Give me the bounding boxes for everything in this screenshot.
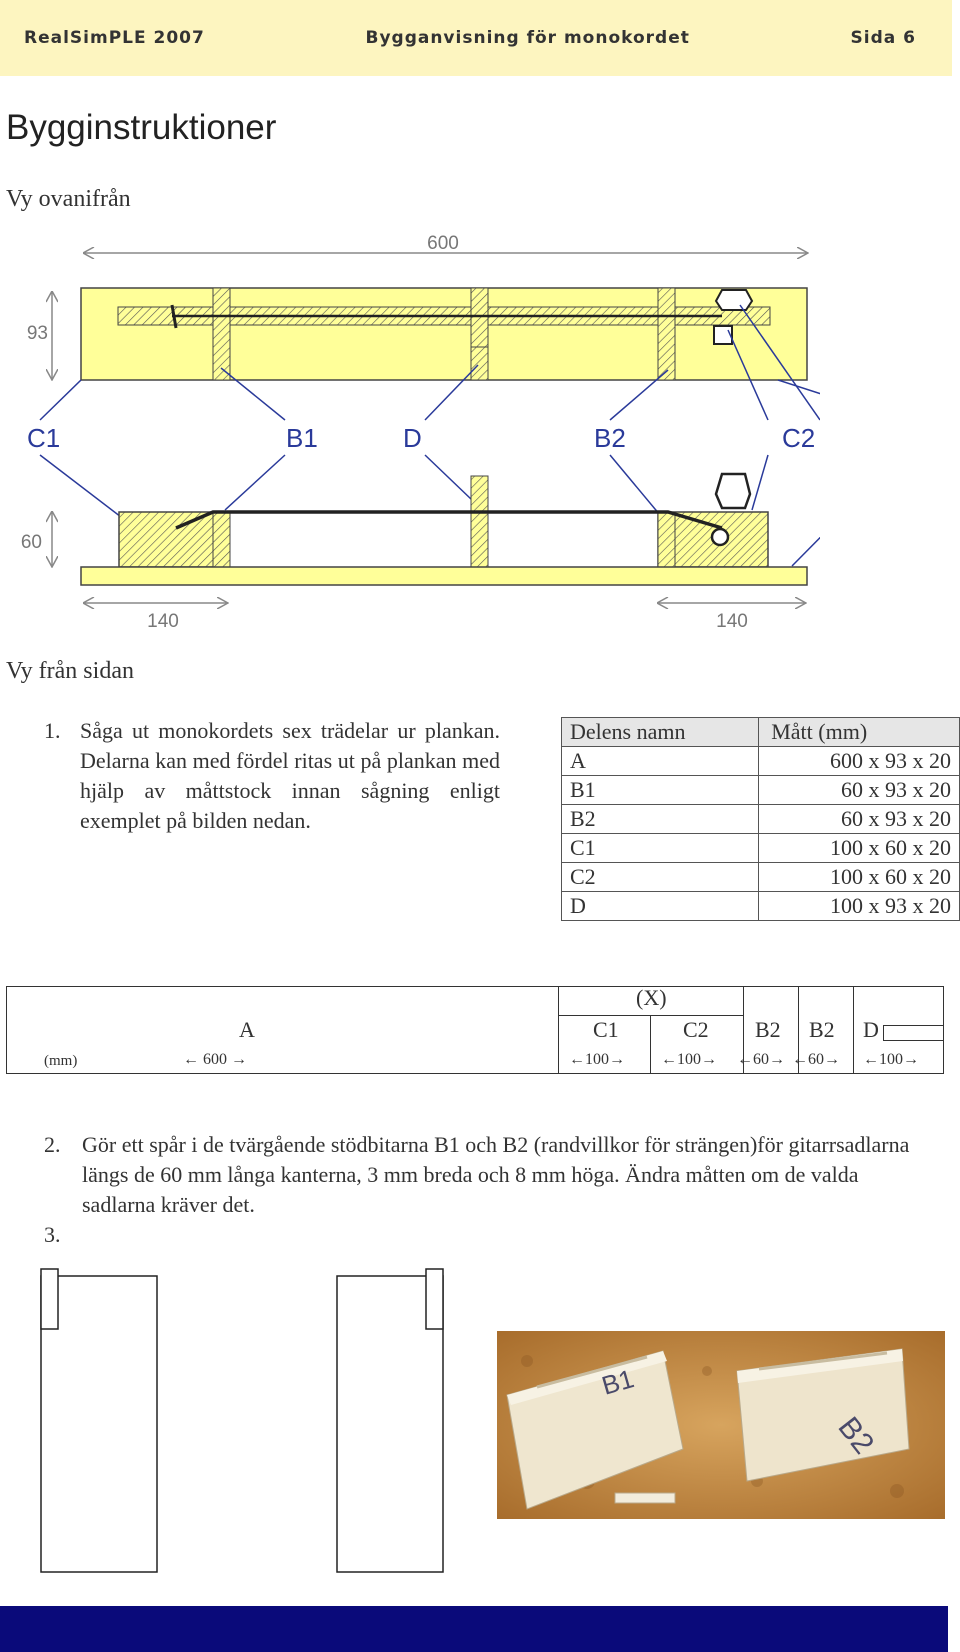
- part-size: 100 x 60 x 20: [758, 862, 960, 892]
- cut-b2b-length: ←60→: [792, 1051, 840, 1068]
- c1-side: [118, 511, 230, 568]
- label-b1: B1: [286, 423, 318, 453]
- label-c1: C1: [27, 423, 60, 453]
- part-size: 60 x 93 x 20: [758, 804, 960, 834]
- slot-right: [425, 1268, 444, 1330]
- step-1: 1. Såga ut monokordets sex trädelar ur p…: [44, 716, 500, 836]
- part-size: 100 x 93 x 20: [758, 891, 960, 921]
- step-3-number: 3.: [44, 1222, 61, 1247]
- part-name: C2: [560, 862, 760, 892]
- step-2: 2. Gör ett spår i de tvärgående stödbita…: [44, 1130, 924, 1220]
- tuning-peg-side: [714, 472, 752, 510]
- header-left: RealSimPLE 2007: [24, 28, 205, 48]
- page-number: Sida 6: [850, 28, 916, 48]
- photo-image: B1 B2: [497, 1331, 945, 1519]
- cut-b2a-name: B2: [755, 1017, 781, 1042]
- cut-c2-name: C2: [683, 1017, 709, 1042]
- page-header: RealSimPLE 2007 Bygganvisning för monoko…: [0, 0, 952, 76]
- part-size: 100 x 60 x 20: [758, 833, 960, 863]
- part-name: A: [560, 746, 760, 776]
- dim-length: 600: [427, 233, 459, 254]
- d-top: [470, 287, 489, 381]
- slot-drawings: [40, 1268, 444, 1573]
- cut-b2a-length: ←60→: [737, 1051, 785, 1068]
- string-side: [175, 510, 723, 530]
- part-name: B1: [560, 775, 760, 805]
- cut-x-label: (X): [636, 985, 667, 1010]
- part-name: B2: [560, 804, 760, 834]
- step-2-number: 2.: [44, 1132, 61, 1157]
- slot-left: [40, 1268, 59, 1330]
- cut-d-length: ←100→: [863, 1051, 919, 1068]
- label-b2: B2: [594, 423, 626, 453]
- table-header-row: Delens namn Mått (mm): [560, 717, 960, 747]
- board-a-side: [80, 566, 808, 586]
- cut-unit: (mm): [44, 1053, 78, 1069]
- cut-d-name: D: [863, 1017, 879, 1042]
- cutting-plan: (mm) (X) A C1 C2 B2 B2 D ← 600 → ←100→ ←…: [6, 985, 944, 1074]
- page-title: Bygginstruktioner: [6, 108, 277, 147]
- table-header-cell: Mått (mm): [758, 717, 960, 747]
- top-view-label: Vy ovanifrån: [6, 186, 131, 212]
- part-size: 60 x 93 x 20: [758, 775, 960, 805]
- photo-slotted-blocks: B1 B2: [497, 1331, 945, 1519]
- monochord-diagram: 600 93 C1 B1 D B2 C2 A 60: [21, 233, 820, 632]
- dim-end-left: 140: [147, 611, 179, 632]
- step-2-text: Gör ett spår i de tvärgående stödbitarna…: [82, 1132, 910, 1217]
- header-title: Bygganvisning för monokordet: [365, 28, 690, 48]
- b2-side: [657, 511, 676, 568]
- cut-b2b-name: B2: [809, 1017, 835, 1042]
- part-name: C1: [560, 833, 760, 863]
- d-side: [470, 475, 489, 568]
- b1-top: [212, 287, 231, 381]
- footer-bar: [0, 1606, 948, 1652]
- step-1-text: Såga ut monokordets sex trädelar ur plan…: [80, 718, 500, 833]
- board-a-top: [80, 287, 808, 381]
- cut-a-name: A: [239, 1017, 255, 1042]
- table-header-cell: Delens namn: [560, 717, 760, 747]
- dim-end-right: 140: [716, 611, 748, 632]
- cut-a-length: ← 600 →: [183, 1051, 247, 1068]
- part-size: 600 x 93 x 20: [758, 746, 960, 776]
- dim-width: 93: [27, 323, 48, 344]
- cut-c2-length: ←100→: [661, 1051, 717, 1068]
- label-d: D: [403, 423, 422, 453]
- side-view-label: Vy från sidan: [6, 658, 134, 684]
- label-c2: C2: [782, 423, 815, 453]
- b2-top: [657, 287, 676, 381]
- step-1-number: 1.: [44, 718, 61, 743]
- part-name: D: [560, 891, 760, 921]
- cut-c1-length: ←100→: [569, 1051, 625, 1068]
- dim-height: 60: [21, 532, 42, 553]
- cut-c1-name: C1: [593, 1017, 619, 1042]
- tuning-peg-top: [714, 289, 754, 311]
- b1-side: [212, 511, 231, 568]
- block-front-view: [40, 1275, 158, 1573]
